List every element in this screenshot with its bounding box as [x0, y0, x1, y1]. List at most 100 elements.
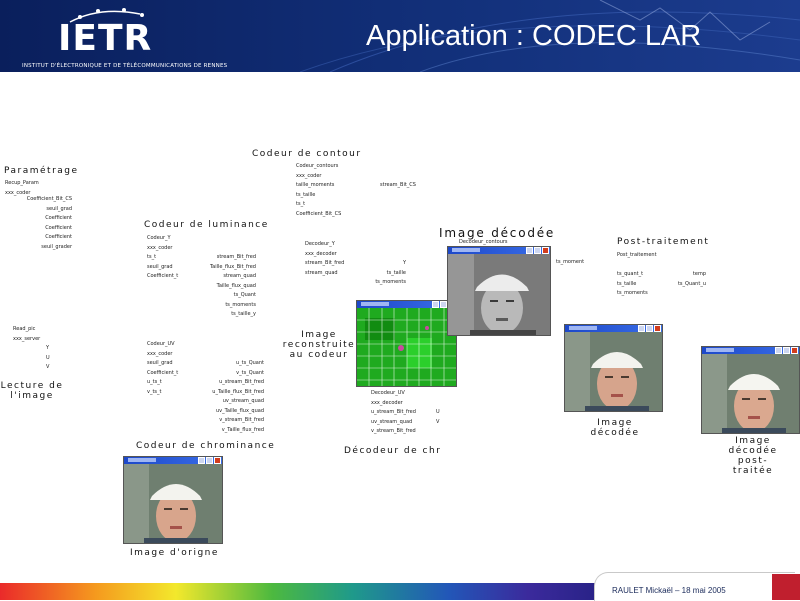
port-label: Decodeur_UV	[371, 390, 405, 396]
port-label: ts_moments	[375, 279, 406, 285]
portrait-image-decoded	[565, 332, 662, 411]
port-label: stream_Bit_fred	[216, 254, 256, 260]
port-label: V	[436, 418, 440, 425]
close-icon	[654, 325, 661, 332]
port-label: seuil_grad	[147, 360, 173, 366]
section-parametrage: Paramétrage	[4, 166, 79, 176]
port-label: ts_taille	[296, 191, 316, 198]
port-label: ts_t	[296, 201, 306, 207]
port-label	[617, 261, 657, 271]
port-label: U	[46, 354, 50, 361]
port-label: Codeur_contours	[296, 163, 339, 169]
port-label: ts_taille	[386, 269, 406, 276]
caption-image-reconstruite: Image reconstruite au codeur	[282, 330, 356, 360]
port-label: ts_taille_y	[231, 311, 256, 317]
maximize-icon	[534, 247, 541, 254]
port-label: Post_traitement	[617, 252, 657, 258]
maximize-icon	[440, 301, 447, 308]
window-titlebar[interactable]	[124, 457, 222, 464]
minimize-icon	[198, 457, 205, 464]
port-label: ts_moments	[617, 290, 648, 296]
footer-red-block	[772, 574, 800, 600]
port-label: stream_quad	[305, 269, 338, 276]
port-label: v_Taille_flux_fred	[221, 426, 264, 433]
port-label: uv_Taille_flux_quad	[215, 407, 264, 414]
port-label: Codeur_Y	[147, 235, 171, 241]
port-label: ts_moments	[225, 301, 256, 308]
window-decoded-color[interactable]	[564, 324, 663, 412]
port-label: Decodeur_Y	[305, 241, 335, 247]
window-reconstructed-image[interactable]	[356, 300, 457, 387]
port-label: ts_t	[147, 254, 157, 260]
port-label: ts_Quant_u	[677, 280, 706, 287]
window-post-processed[interactable]	[701, 346, 800, 434]
close-icon	[791, 347, 798, 354]
window-original-image[interactable]	[123, 456, 223, 544]
window-decoded-grayscale[interactable]	[447, 246, 551, 336]
section-codeur-luminance: Codeur de luminance	[144, 220, 269, 230]
port-label: Coefficient_t	[147, 273, 179, 279]
caption-image-post-traitee: Image décodée post-traitée	[728, 436, 778, 476]
port-label: Taille_flux_quad	[216, 282, 256, 289]
portrait-image-post	[702, 354, 799, 433]
port-label: xxx_decoder	[371, 399, 403, 406]
minimize-icon	[775, 347, 782, 354]
footer-credit-box	[594, 572, 795, 601]
port-label: xxx_server	[13, 335, 41, 342]
decodeur-contours-block-right: ts_moment	[556, 258, 584, 268]
port-label: u_ts_t	[147, 379, 162, 385]
section-decodeur-chr: Décodeur de chr	[344, 446, 442, 456]
port-label: xxx_coder	[5, 189, 31, 196]
portrait-image-color	[124, 464, 222, 543]
minimize-icon	[432, 301, 439, 308]
window-titlebar[interactable]	[565, 325, 662, 332]
port-label: Coefficient	[45, 234, 72, 240]
section-lecture-image: Lecture de l'image	[0, 381, 64, 401]
minimize-icon	[526, 247, 533, 254]
port-label: uv_stream_quad	[371, 418, 413, 425]
window-titlebar[interactable]	[448, 247, 550, 254]
section-codeur-chrominance: Codeur de chrominance	[136, 441, 276, 451]
port-label	[670, 261, 706, 271]
port-label: stream_Bit_fred	[305, 260, 345, 266]
port-label: seuil_grader	[41, 243, 72, 250]
post-block-left: Post_traitement ts_quant_t ts_taille ts_mom…	[617, 251, 657, 299]
contour-block-right: stream_Bit_CS	[380, 181, 416, 191]
maximize-icon	[206, 457, 213, 464]
port-label: Codeur_UV	[147, 341, 175, 347]
port-label: Coefficient_Bit_CS	[296, 210, 342, 217]
port-label: Coefficient_t	[147, 369, 179, 376]
port-label: ts_quant_t	[617, 271, 644, 277]
logo-subtitle: INSTITUT D'ÉLECTRONIQUE ET DE TÉLÉCOMMUN…	[22, 63, 228, 69]
window-titlebar[interactable]	[357, 301, 456, 308]
header-banner: IETR INSTITUT D'ÉLECTRONIQUE ET DE TÉLÉC…	[0, 0, 800, 72]
port-label: temp	[692, 271, 706, 277]
port-label: u_stream_Bit_fred	[371, 409, 416, 415]
port-label: Y	[402, 260, 406, 266]
port-label: Coefficient	[45, 224, 72, 231]
post-block-right: temp ts_Quant_u	[670, 251, 706, 289]
port-label: Y	[46, 345, 50, 351]
port-label: Coefficient_Bit_CS	[26, 196, 72, 202]
decodeur-contours-block-left: Decodeur_contours	[459, 238, 508, 248]
window-titlebar[interactable]	[702, 347, 799, 354]
port-label: seuil_grad	[147, 263, 173, 270]
port-label: u_ts_Quant	[235, 360, 264, 366]
maximize-icon	[646, 325, 653, 332]
port-label: xxx_coder	[147, 350, 173, 357]
maximize-icon	[783, 347, 790, 354]
footer-credit: RAULET Mickaël – 18 mai 2005	[612, 586, 726, 595]
port-label: v_stream_Bit_fred	[371, 428, 416, 434]
port-label: ts_taille	[617, 280, 637, 287]
banner-decoration	[69, 0, 800, 72]
